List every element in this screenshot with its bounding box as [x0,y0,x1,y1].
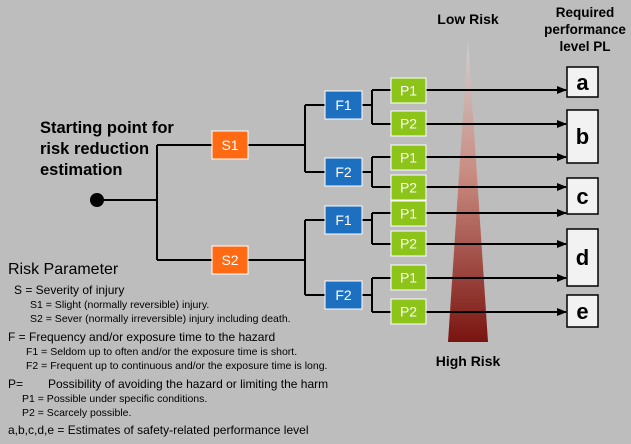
s1-node: S1 [211,130,249,160]
pl-label-a: a [576,70,589,95]
f2-upper-label: F2 [335,164,352,180]
legend-p-def-label: P= [8,377,23,391]
p1-node: P1 [390,77,427,104]
low-risk-label: Low Risk [437,11,499,27]
f1-lower-label: F1 [335,212,352,228]
pl-label-b: b [576,124,589,149]
legend: Risk Parameter S = Severity of injury S1… [8,261,328,437]
connector-lines [97,89,391,313]
pl-label-c: c [576,184,588,209]
title-line3: estimation [40,161,123,179]
legend-f2-def: F2 = Frequent up to continuous and/or th… [26,360,327,372]
p1-node: P1 [390,264,427,291]
p2-label: P2 [400,236,417,252]
f2-upper-node: F2 [324,157,363,187]
legend-p1-def: P1 = Possible under specific conditions. [22,393,207,405]
p2-node: P2 [390,298,427,325]
legend-s1-def: S1 = Slight (normally reversible) injury… [30,299,209,311]
pl-box-a: a [566,66,599,98]
legend-s2-def: S2 = Sever (normally irreversible) injur… [30,313,291,325]
legend-p2-def: P2 = Scarcely possible. [22,407,131,419]
f1-upper-label: F1 [335,97,352,113]
legend-f1-def: F1 = Seldom up to often and/or the expos… [26,346,297,358]
legend-heading: Risk Parameter [8,261,119,278]
legend-f-def: F = Frequency and/or exposure time to th… [8,330,275,344]
f2-lower-label: F2 [335,287,352,303]
p-nodes: P1 P2 P1 P2 P1 P2 P1 P2 [390,77,427,325]
pl-label-e: e [576,299,588,324]
pl-box-e: e [566,294,599,328]
risk-gradient-triangle [448,40,488,342]
legend-p-def: Possibility of avoiding the hazard or li… [48,377,328,391]
title-line1: Starting point for [40,119,174,137]
pl-box-d: d [566,228,599,287]
legend-s-def: S = Severity of injury [14,283,124,297]
f1-upper-node: F1 [324,90,363,120]
required-pl-line1: Required [556,5,615,20]
pl-box-b: b [566,109,599,164]
high-risk-label: High Risk [436,353,501,369]
pl-box-c: c [566,177,599,215]
required-pl-line2: performance [544,22,626,37]
p2-label: P2 [400,116,417,132]
p2-node: P2 [390,174,427,201]
required-pl-line3: level PL [559,39,610,54]
title-line2: risk reduction [40,140,149,158]
f1-lower-node: F1 [324,205,363,235]
p2-node: P2 [390,110,427,137]
s1-label: S1 [221,137,238,153]
p1-node: P1 [390,144,427,171]
p1-label: P1 [400,150,417,166]
f2-lower-node: F2 [324,280,363,310]
p1-label: P1 [400,206,417,222]
p2-label: P2 [400,304,417,320]
s2-label: S2 [221,252,238,268]
p1-label: P1 [400,270,417,286]
p1-node: P1 [390,200,427,227]
legend-pl-def: a,b,c,d,e = Estimates of safety-related … [8,423,308,437]
result-arrows [426,86,567,316]
p2-label: P2 [400,180,417,196]
p2-node: P2 [390,230,427,257]
start-point-dot [90,193,104,207]
s2-node: S2 [211,245,249,275]
pl-label-d: d [576,245,589,270]
p1-label: P1 [400,83,417,99]
